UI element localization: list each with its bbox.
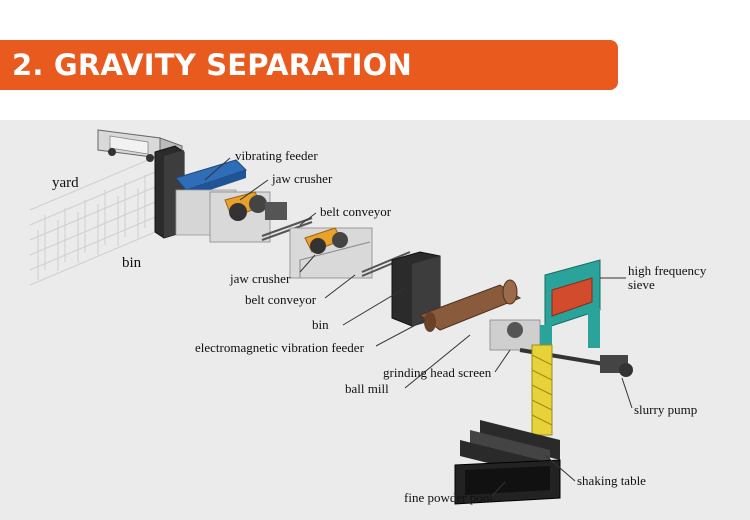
bin-2-hopper — [391, 251, 441, 327]
label-high-frequency-sieve-line2: sieve — [628, 277, 655, 292]
process-flow-illustration — [29, 129, 633, 505]
label-electromagnetic-vibration-feeder: electromagnetic vibration feeder — [195, 340, 364, 355]
label-high-frequency-sieve-line1: high frequency — [628, 263, 707, 278]
high-frequency-sieve — [540, 259, 601, 360]
label-vibrating-feeder: vibrating feeder — [235, 148, 318, 163]
page-title: 2. GRAVITY SEPARATION TECHNOLOGY — [12, 48, 412, 132]
label-jaw-crusher-1: jaw crusher — [272, 171, 333, 186]
process-diagram: yard bin vibrating feeder jaw crusher be… — [0, 120, 750, 520]
label-jaw-crusher-2: jaw crusher — [230, 271, 291, 286]
jaw-crusher-1 — [209, 191, 287, 243]
spiral-chute — [531, 344, 553, 436]
label-slurry-pump: slurry pump — [634, 402, 698, 417]
label-yard: yard — [52, 175, 79, 191]
fine-powder-pool — [454, 459, 561, 505]
label-fine-powder-pool: fine powder pool — [404, 490, 493, 505]
title-banner: 2. GRAVITY SEPARATION TECHNOLOGY — [0, 40, 618, 132]
label-bin-2: bin — [312, 317, 329, 332]
yard-brick-wall — [29, 154, 161, 286]
ball-mill — [418, 279, 541, 351]
jaw-crusher-2 — [289, 227, 373, 279]
label-belt-conveyor-2: belt conveyor — [245, 292, 317, 307]
label-leader-lines — [204, 157, 633, 499]
label-shaking-table: shaking table — [577, 473, 646, 488]
label-bin-1: bin — [122, 255, 142, 271]
label-belt-conveyor-1: belt conveyor — [320, 204, 392, 219]
label-grinding-head-screen: grinding head screen — [383, 365, 492, 380]
belt-conveyor-1 — [261, 217, 313, 241]
label-ball-mill: ball mill — [345, 381, 389, 396]
